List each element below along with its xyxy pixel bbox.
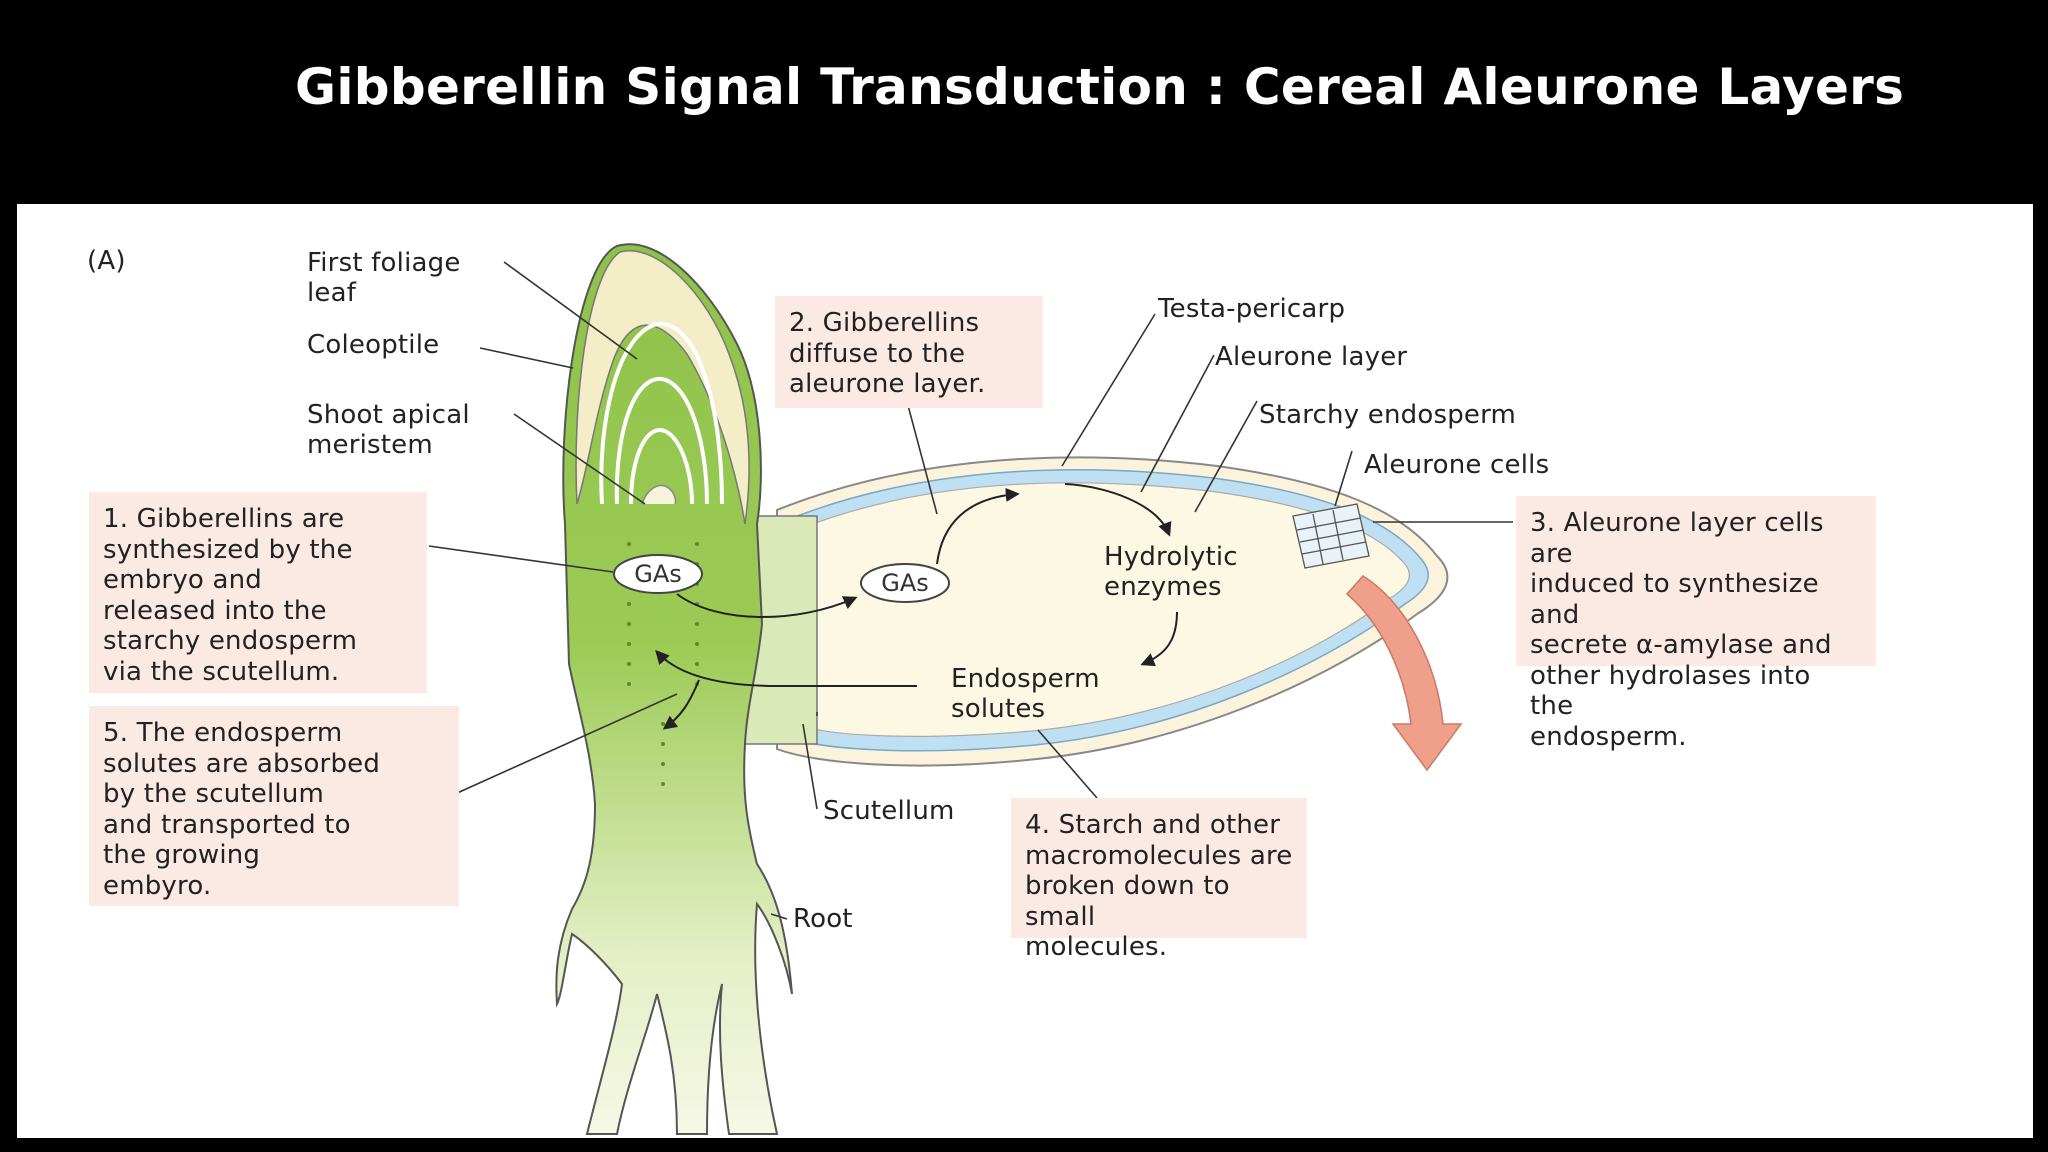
label-hydrolytic-enzymes: Hydrolytic enzymes — [1104, 542, 1238, 602]
label-shoot-apical-meristem: Shoot apical meristem — [307, 400, 470, 460]
step-4-callout: 4. Starch and other macromolecules are b… — [1011, 798, 1307, 962]
aleurone-cells-inset — [1292, 503, 1370, 569]
gas-label-endosperm: GAs — [881, 569, 929, 597]
slide-title: Gibberellin Signal Transduction : Cereal… — [295, 58, 1905, 116]
label-root: Root — [793, 904, 853, 934]
step-1-callout: 1. Gibberellins are synthesized by the e… — [89, 492, 427, 693]
label-testa-pericarp: Testa-pericarp — [1158, 294, 1346, 324]
label-scutellum: Scutellum — [823, 796, 955, 826]
diagram-graphics — [428, 243, 1513, 1135]
label-first-foliage-leaf: First foliage leaf — [307, 248, 461, 308]
leader-lines — [428, 261, 1513, 920]
step-3-callout: 3. Aleurone layer cells are induced to s… — [1516, 496, 1876, 752]
meristem-shape — [641, 484, 677, 505]
gas-label-embryo: GAs — [634, 560, 682, 588]
label-endosperm-solutes: Endosperm solutes — [951, 664, 1100, 724]
flow-arrow-enzymes-to-solutes — [1140, 611, 1178, 667]
flow-arrow-solutes-to-scutellum — [655, 649, 917, 687]
secretion-arrow — [1345, 575, 1463, 772]
gas-oval-endosperm — [860, 563, 950, 603]
flow-arrow-to-enzymes — [1064, 483, 1172, 537]
leaf-arc-3 — [629, 427, 694, 505]
label-aleurone-cells: Aleurone cells — [1364, 450, 1550, 480]
leaf-arc-1 — [599, 321, 724, 505]
seed-diagram: (A) First foliage leaf Coleoptile Shoot … — [17, 204, 2033, 1138]
flow-arrow-gas-to-aleurone — [936, 487, 1020, 565]
flow-arrow-scutellum-to-embryo — [662, 679, 700, 730]
label-starchy-endosperm: Starchy endosperm — [1259, 400, 1517, 430]
label-aleurone-layer: Aleurone layer — [1215, 342, 1408, 372]
coleoptile-tip-shape — [575, 250, 750, 525]
starchy-endosperm-shape — [796, 482, 1410, 737]
label-coleoptile: Coleoptile — [307, 330, 440, 360]
panel-label: (A) — [87, 246, 126, 276]
flow-arrow-gas-to-endosperm — [676, 593, 858, 618]
step-5-callout: 5. The endosperm solutes are absorbed by… — [89, 706, 459, 906]
leaf-arc-2 — [614, 376, 709, 505]
step-2-callout: 2. Gibberellins diffuse to the aleurone … — [775, 296, 1043, 408]
gas-oval-embryo — [613, 554, 703, 594]
